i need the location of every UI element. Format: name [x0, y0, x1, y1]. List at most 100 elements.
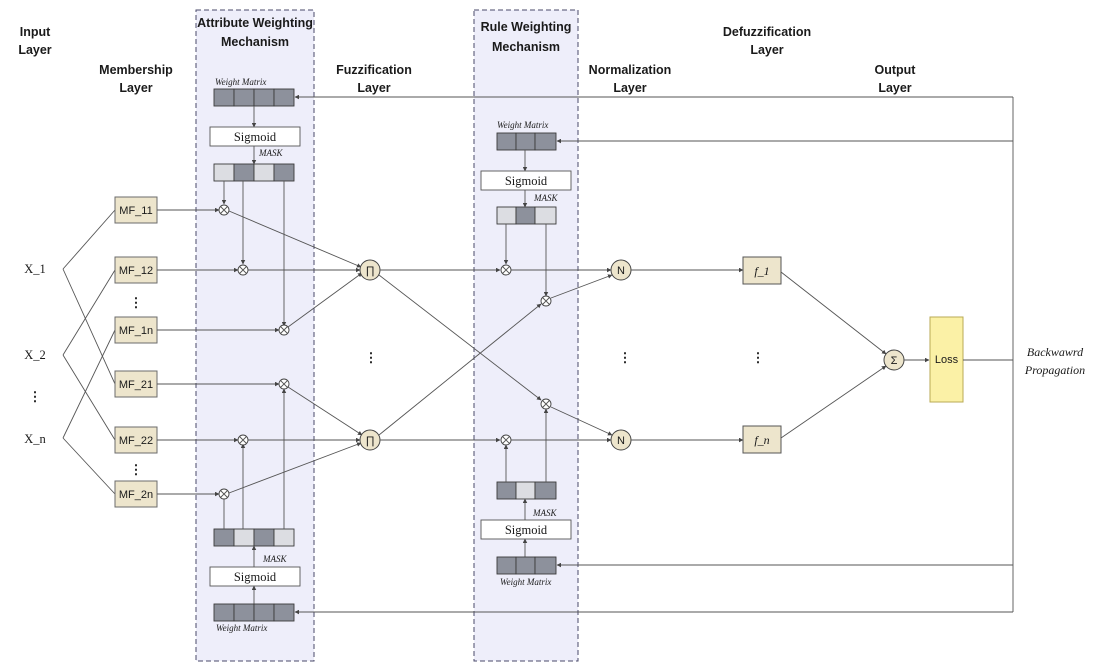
svg-text:Layer: Layer [119, 81, 152, 95]
rule-multiplier-3 [540, 398, 552, 410]
header-membership-layer: Membership Layer [99, 63, 173, 95]
rule-multiplier-4 [500, 434, 512, 446]
svg-text:N: N [617, 435, 625, 447]
sum-node: Σ [883, 349, 905, 371]
membership-function-mf2n: MF_2n [114, 480, 158, 508]
header-defuzzification-layer: Defuzzification Layer [723, 25, 811, 57]
rule-top-mask [496, 206, 557, 225]
svg-text:Fuzzification: Fuzzification [336, 63, 412, 77]
svg-text:Backwawrd: Backwawrd [1027, 345, 1084, 359]
rule-bottom-weight-matrix [496, 556, 557, 575]
svg-text:Input: Input [20, 25, 51, 39]
header-fuzzification-layer: Fuzzification Layer [336, 63, 412, 95]
attribute-weighting-panel [195, 9, 315, 662]
header-rule-weighting: Rule Weighting Mechanism [481, 20, 572, 54]
attr-multiplier-4 [278, 378, 290, 390]
backpropagation-label: Backwawrd Propagation [1024, 345, 1085, 377]
rule-multiplier-1 [500, 264, 512, 276]
rule-to-normalization-wires [511, 267, 613, 443]
attr-multiplier-3 [278, 324, 290, 336]
membership-function-mf1n: MF_1n [114, 316, 158, 344]
attr-multiplier-6 [218, 488, 230, 500]
rule-top-sigmoid: Sigmoid [480, 170, 572, 191]
svg-text:Layer: Layer [18, 43, 51, 57]
svg-text:MF_2n: MF_2n [119, 489, 153, 501]
product-to-rule-wires [378, 267, 542, 443]
rule-bottom-mask-label: MASK [532, 508, 557, 518]
svg-text:Σ: Σ [891, 355, 898, 367]
svg-text:N: N [617, 265, 625, 277]
svg-text:Defuzzification: Defuzzification [723, 25, 811, 39]
svg-text:f_1: f_1 [754, 264, 769, 278]
svg-text:f_n: f_n [754, 433, 769, 447]
svg-text:Layer: Layer [613, 81, 646, 95]
header-output-layer: Output Layer [875, 63, 917, 95]
membership-function-mf22: MF_22 [114, 426, 158, 454]
membership-to-multiplier-wires [157, 207, 280, 497]
attr-bottom-weight-matrix-label: Weight Matrix [216, 623, 267, 633]
svg-text:MF_12: MF_12 [119, 265, 153, 277]
input-dots: ⋮ [29, 389, 42, 404]
input-xn: X_n [24, 432, 46, 446]
attr-bottom-sigmoid: Sigmoid [209, 566, 301, 587]
svg-text:Normalization: Normalization [589, 63, 672, 77]
attr-top-mask [213, 163, 295, 182]
defuzzification-dots: ⋮ [752, 350, 765, 365]
header-attribute-weighting: Attribute Weighting Mechanism [197, 16, 313, 49]
rule-top-weight-matrix [496, 132, 557, 151]
mf-dots-2: ⋮ [130, 462, 143, 477]
svg-text:Layer: Layer [357, 81, 390, 95]
header-input-layer: Input Layer [18, 25, 51, 57]
rule-bottom-sigmoid: Sigmoid [480, 519, 572, 540]
rule-bottom-mask [496, 481, 557, 500]
membership-function-mf11: MF_11 [114, 196, 158, 224]
attr-top-weight-matrix [213, 88, 295, 107]
svg-text:Mechanism: Mechanism [221, 35, 289, 49]
svg-text:Attribute Weighting: Attribute Weighting [197, 16, 313, 30]
rule-top-mask-label: MASK [533, 193, 558, 203]
multiplier-to-product-wires [228, 210, 363, 494]
backpropagation-wires [294, 94, 1014, 615]
input-x1: X_1 [24, 262, 46, 276]
attr-multiplier-5 [237, 434, 249, 446]
normalization-node-2: N [610, 429, 632, 451]
membership-function-mf12: MF_12 [114, 256, 158, 284]
attr-bottom-mask [213, 528, 295, 547]
rule-top-weight-matrix-label: Weight Matrix [497, 120, 548, 130]
rule-multiplier-2 [540, 295, 552, 307]
svg-text:Mechanism: Mechanism [492, 40, 560, 54]
attr-bottom-mask-label: MASK [262, 554, 287, 564]
svg-text:Layer: Layer [750, 43, 783, 57]
svg-text:MF_21: MF_21 [119, 379, 153, 391]
svg-text:Output: Output [875, 63, 917, 77]
defuzzification-fn: f_n [742, 425, 782, 454]
input-x2: X_2 [24, 348, 46, 362]
svg-text:∏: ∏ [365, 435, 374, 447]
svg-text:Sigmoid: Sigmoid [505, 174, 548, 188]
header-normalization-layer: Normalization Layer [589, 63, 672, 95]
attr-top-mask-label: MASK [258, 148, 283, 158]
svg-text:Rule Weighting: Rule Weighting [481, 20, 572, 34]
svg-text:Sigmoid: Sigmoid [505, 523, 548, 537]
normalization-dots: ⋮ [619, 350, 632, 365]
attr-multiplier-1 [218, 204, 230, 216]
svg-text:Propagation: Propagation [1024, 363, 1085, 377]
svg-text:Membership: Membership [99, 63, 173, 77]
defuzzification-f1: f_1 [742, 256, 782, 285]
product-node-2: ∏ [359, 429, 381, 451]
fuzzification-dots: ⋮ [365, 350, 378, 365]
svg-text:∏: ∏ [365, 265, 374, 277]
rule-weighting-panel [473, 9, 579, 662]
attr-top-weight-matrix-label: Weight Matrix [215, 77, 266, 87]
attr-multiplier-2 [237, 264, 249, 276]
svg-text:MF_1n: MF_1n [119, 325, 153, 337]
svg-text:MF_11: MF_11 [119, 205, 152, 217]
svg-text:Layer: Layer [878, 81, 911, 95]
svg-text:Loss: Loss [935, 354, 959, 366]
defuzz-to-sum-wire-2 [780, 365, 887, 439]
defuzz-to-sum-wire-1 [780, 271, 887, 355]
mf-dots-1: ⋮ [130, 295, 143, 310]
membership-function-mf21: MF_21 [114, 370, 158, 398]
input-to-membership-wires [62, 209, 116, 495]
